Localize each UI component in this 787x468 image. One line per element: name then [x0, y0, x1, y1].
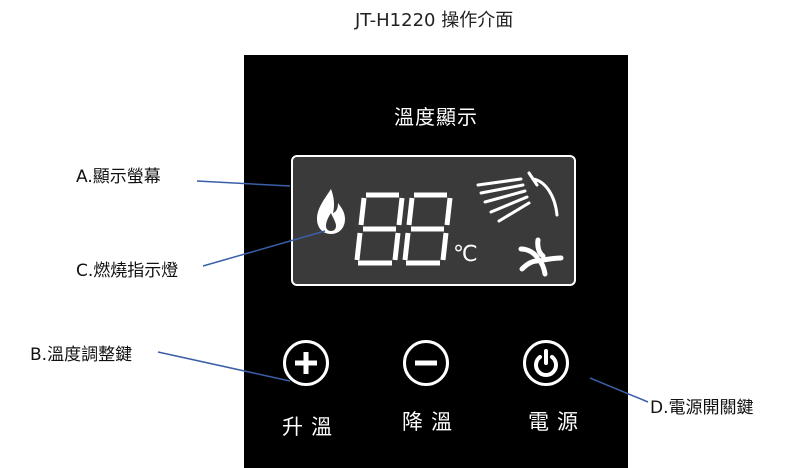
temp-down-button[interactable]	[403, 340, 449, 386]
power-button[interactable]	[523, 340, 569, 386]
diagram-title: JT-H1220 操作介面	[355, 10, 514, 31]
callout-a-display-screen: A.顯示螢幕	[76, 167, 161, 187]
display-screen: ℃	[291, 155, 576, 286]
seven-segment-digits	[354, 192, 453, 266]
minus-icon	[415, 360, 437, 366]
leader-line-b	[157, 351, 291, 382]
display-screen-graphics: ℃	[317, 171, 564, 277]
leader-line-d	[589, 377, 649, 403]
callout-b-temp-buttons: B.溫度調整鍵	[30, 345, 133, 365]
plus-icon	[295, 352, 317, 374]
flame-icon	[317, 189, 345, 234]
control-panel: 溫度顯示 ℃	[244, 55, 628, 468]
temp-down-label: 降溫	[402, 410, 460, 434]
temperature-display-heading: 溫度顯示	[394, 105, 478, 129]
leader-line-c	[202, 230, 326, 267]
callout-c-flame-indicator: C.燃燒指示燈	[76, 261, 179, 281]
fan-icon	[518, 237, 564, 277]
shower-icon	[476, 171, 559, 223]
callout-d-power-button: D.電源開關鍵	[650, 398, 754, 418]
leader-line-a	[196, 180, 291, 187]
temp-up-label: 升溫	[282, 415, 340, 439]
power-label: 電源	[528, 410, 586, 434]
temp-up-button[interactable]	[283, 340, 329, 386]
power-icon	[534, 349, 558, 377]
unit-celsius-label: ℃	[453, 242, 478, 267]
